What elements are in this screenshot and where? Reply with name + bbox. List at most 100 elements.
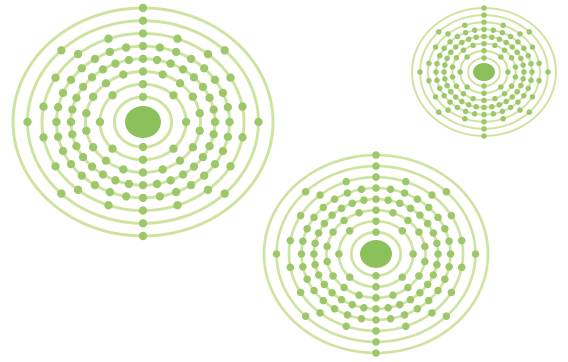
electron	[372, 162, 380, 170]
electron	[204, 186, 212, 194]
electron	[355, 291, 363, 299]
electron	[509, 94, 515, 100]
electron	[453, 94, 459, 100]
electron	[481, 55, 487, 61]
electron	[526, 109, 532, 115]
electron	[316, 309, 324, 317]
nucleus	[360, 240, 392, 268]
electron	[434, 250, 442, 258]
electron	[462, 22, 468, 28]
electron	[328, 211, 336, 219]
electron	[286, 264, 294, 272]
electron	[448, 212, 456, 220]
electron	[441, 69, 447, 75]
electron	[461, 47, 467, 53]
electron	[187, 181, 195, 189]
electron	[122, 192, 130, 200]
electron	[108, 91, 116, 99]
electron	[299, 237, 307, 245]
electron	[59, 147, 67, 155]
electron	[302, 312, 310, 320]
electron	[442, 76, 448, 82]
electron	[489, 104, 495, 110]
electron	[72, 94, 80, 102]
electron	[179, 65, 187, 73]
electron	[172, 188, 180, 196]
electron	[514, 89, 520, 95]
electron	[372, 327, 380, 335]
electron	[389, 291, 397, 299]
electron	[416, 289, 424, 297]
electron	[401, 311, 409, 319]
electron	[509, 55, 515, 61]
electron	[496, 102, 502, 108]
electron	[398, 227, 406, 235]
electron	[273, 250, 281, 258]
electron	[220, 189, 228, 197]
electron	[156, 192, 164, 200]
electron	[414, 305, 422, 313]
electron	[139, 42, 147, 50]
electron	[169, 145, 177, 153]
electron	[68, 105, 76, 113]
electron	[190, 162, 198, 170]
electron	[521, 69, 527, 75]
atom-left-large	[13, 4, 273, 240]
electron	[454, 55, 460, 61]
electron	[88, 73, 96, 81]
electron	[173, 35, 181, 43]
electron	[139, 143, 147, 151]
electron	[421, 243, 429, 251]
electron	[463, 30, 469, 36]
electron	[384, 196, 392, 204]
electron	[166, 59, 174, 67]
electron	[96, 118, 104, 126]
electron	[402, 323, 410, 331]
electron	[67, 160, 75, 168]
electron	[437, 86, 443, 92]
electron	[139, 55, 147, 63]
electron	[470, 43, 476, 49]
atom-center-medium	[264, 151, 488, 357]
electron	[139, 206, 147, 214]
electron	[169, 91, 177, 99]
electron	[372, 283, 380, 291]
electron	[481, 41, 487, 47]
electron	[200, 64, 208, 72]
electron	[466, 102, 472, 108]
electron	[211, 76, 219, 84]
electron	[481, 90, 487, 96]
electron	[526, 29, 532, 35]
electron	[74, 50, 82, 58]
electron	[447, 39, 453, 45]
electron	[450, 74, 456, 80]
electron	[481, 48, 487, 54]
electron	[139, 232, 147, 240]
electron	[158, 70, 166, 78]
electron	[433, 261, 441, 269]
electron	[458, 264, 466, 272]
electron	[441, 93, 447, 99]
electron	[402, 178, 410, 186]
electron	[421, 258, 429, 266]
electron	[125, 180, 133, 188]
electron	[348, 200, 356, 208]
electron	[500, 116, 506, 122]
electron	[401, 189, 409, 197]
electron	[79, 83, 87, 91]
electron	[319, 297, 327, 305]
electron	[396, 200, 404, 208]
electron	[517, 31, 523, 37]
electron	[409, 250, 417, 258]
electron	[489, 34, 495, 40]
electron	[500, 109, 506, 115]
electron	[481, 19, 487, 25]
electron	[514, 49, 520, 55]
electron	[139, 168, 147, 176]
electron	[331, 305, 339, 313]
electron	[99, 65, 107, 73]
electron	[509, 44, 515, 50]
electron	[404, 217, 412, 225]
electron	[372, 338, 380, 346]
electron	[346, 227, 354, 235]
